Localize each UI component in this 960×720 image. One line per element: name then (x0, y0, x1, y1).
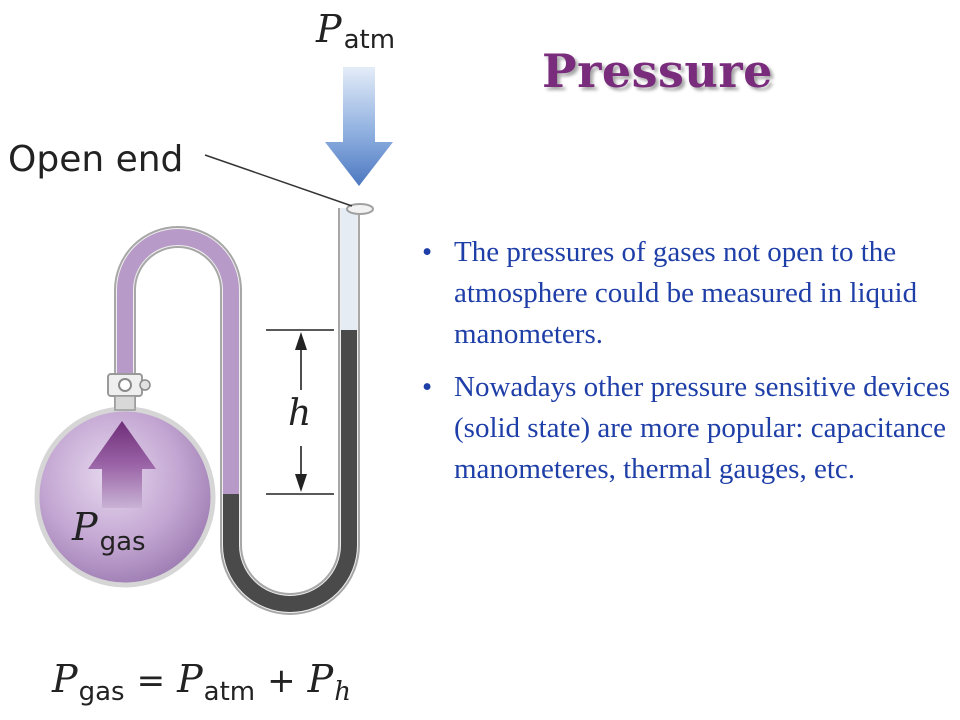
p-gas-label: Pgas (71, 505, 146, 557)
bullet-marker: • (422, 236, 433, 268)
slide-title: Pressure (542, 44, 773, 98)
bullet-text: The pressures of gases not open to the a… (454, 236, 918, 350)
manometer-tube (114, 203, 374, 615)
gas-pressure-arrow (88, 421, 156, 508)
h-label: h (288, 393, 311, 434)
bullet-text: Nowadays other pressure sensitive device… (454, 371, 951, 485)
pressure-equation: Pgas=Patm+Ph (51, 657, 351, 707)
mercury-column (223, 330, 357, 612)
bullet-item: • The pressures of gases not open to the… (416, 232, 952, 355)
height-dimension (266, 329, 334, 495)
open-end-leader-line (204, 154, 353, 207)
bullet-item: • Nowadays other pressure sensitive devi… (416, 367, 952, 490)
open-end-rim (346, 203, 374, 215)
p-atm-label: Patm (315, 7, 395, 55)
bullet-marker: • (422, 371, 433, 403)
bullet-list: • The pressures of gases not open to the… (416, 232, 952, 502)
atmospheric-pressure-arrow (325, 67, 393, 186)
open-end-label: Open end (8, 139, 183, 180)
stopcock (107, 373, 151, 411)
